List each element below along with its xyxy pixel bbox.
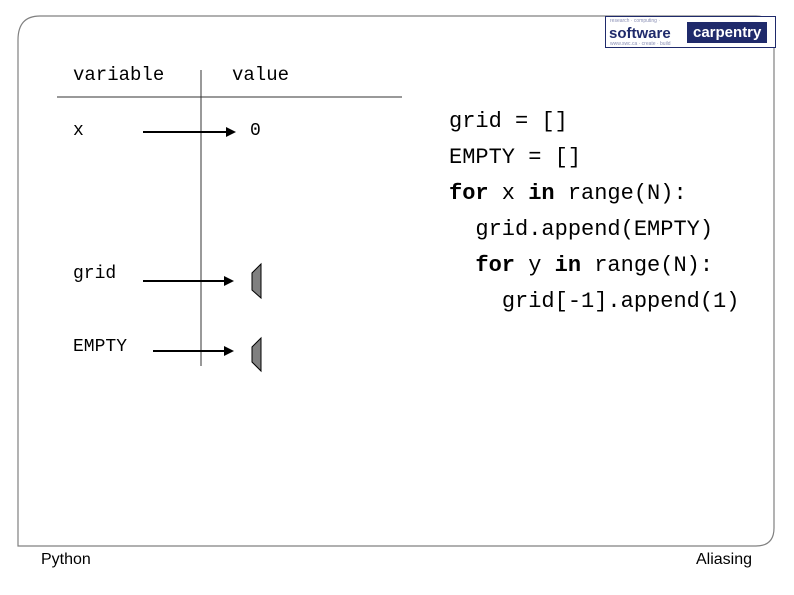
- code-line: grid.append(EMPTY): [449, 212, 739, 248]
- list-object-grid: [251, 262, 262, 300]
- footer-right-label: Aliasing: [695, 551, 752, 568]
- code-line: for y in range(N):: [449, 248, 739, 284]
- code-line: for x in range(N):: [449, 176, 739, 212]
- value-x: 0: [250, 121, 261, 141]
- code-line: EMPTY = []: [449, 140, 739, 176]
- variable-name-grid: grid: [73, 264, 117, 284]
- code-token: range(N):: [581, 253, 714, 278]
- variable-name-empty: EMPTY: [73, 337, 128, 357]
- code-keyword: in: [528, 181, 555, 206]
- logo-tagline-top: research · computing ·: [610, 18, 661, 24]
- code-indent: [449, 289, 502, 314]
- code-token: grid = []: [449, 109, 568, 134]
- column-header-value: value: [232, 64, 290, 86]
- list-object-empty: [251, 336, 262, 373]
- code-indent: [449, 217, 475, 242]
- code-keyword: for: [449, 181, 489, 206]
- software-carpentry-logo: research · computing · software carpentr…: [605, 16, 776, 48]
- logo-tagline-bottom: www.swc.ca · create · build: [610, 41, 671, 47]
- code-keyword: for: [475, 253, 516, 278]
- code-token: y: [515, 253, 555, 278]
- column-header-variable: variable: [73, 64, 165, 86]
- code-token: EMPTY = []: [449, 145, 582, 170]
- variable-name-x: x: [73, 121, 84, 141]
- code-token: grid[-1].append(1): [501, 289, 740, 314]
- logo-word-software: software: [609, 25, 671, 42]
- code-listing: grid = [] EMPTY = [] for x in range(N): gr…: [449, 104, 739, 320]
- code-indent: [449, 253, 475, 278]
- logo-word-carpentry: carpentry: [687, 22, 768, 43]
- code-line: grid[-1].append(1): [449, 284, 740, 320]
- code-line: grid = []: [449, 104, 739, 140]
- code-token: grid.append(EMPTY): [475, 217, 714, 242]
- footer-left-label: Python: [41, 551, 91, 568]
- code-token: range(N):: [554, 181, 687, 206]
- code-token: x: [488, 181, 529, 206]
- code-keyword: in: [554, 253, 582, 278]
